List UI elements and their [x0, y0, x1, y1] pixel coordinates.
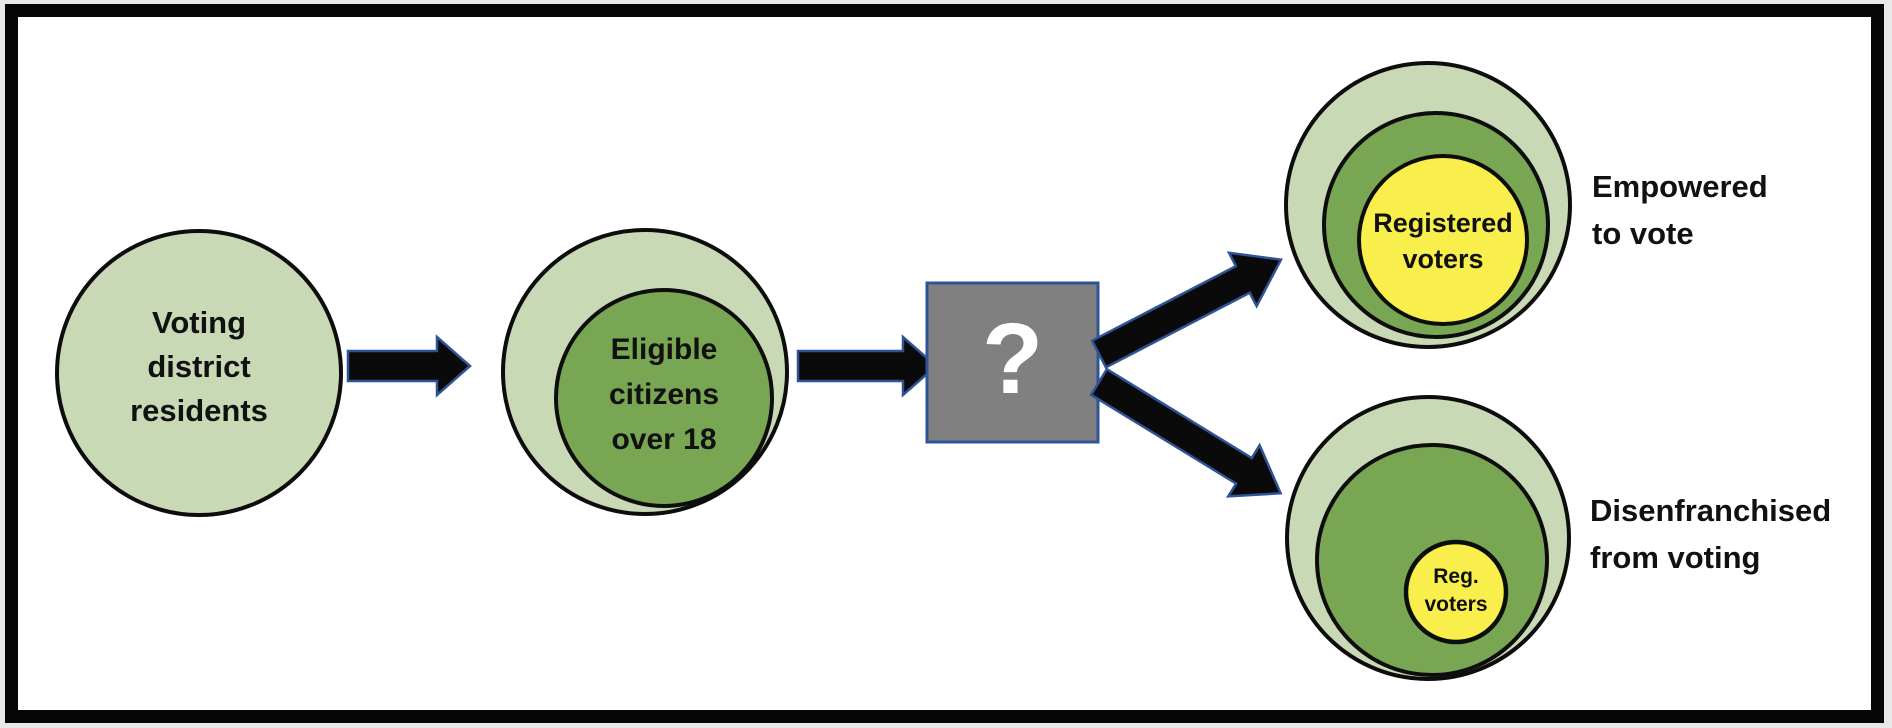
branch-arrow-up — [1090, 251, 1283, 370]
voting-district-circle — [55, 229, 343, 517]
eligible-inner-circle — [554, 288, 774, 508]
arrow-right-1 — [346, 334, 472, 398]
empowered-registered-circle — [1357, 154, 1529, 326]
question-mark: ? — [981, 303, 1044, 415]
empowered-annotation: Empowered to vote — [1592, 169, 1768, 251]
eligible-citizens-label: Eligible citizens over 18 — [608, 333, 720, 456]
disenfranchised-annotation: Disenfranchised from voting — [1590, 493, 1832, 575]
arrow-right-2 — [796, 334, 938, 398]
branch-arrow-down — [1089, 367, 1283, 498]
question-box — [925, 281, 1100, 444]
reg-voters-small-label: Reg. voters — [1424, 565, 1488, 616]
voting-district-label: Voting district residents — [130, 305, 268, 428]
disenfranchised-registered-circle — [1403, 539, 1509, 645]
registered-voters-label: Registered voters — [1373, 208, 1513, 274]
